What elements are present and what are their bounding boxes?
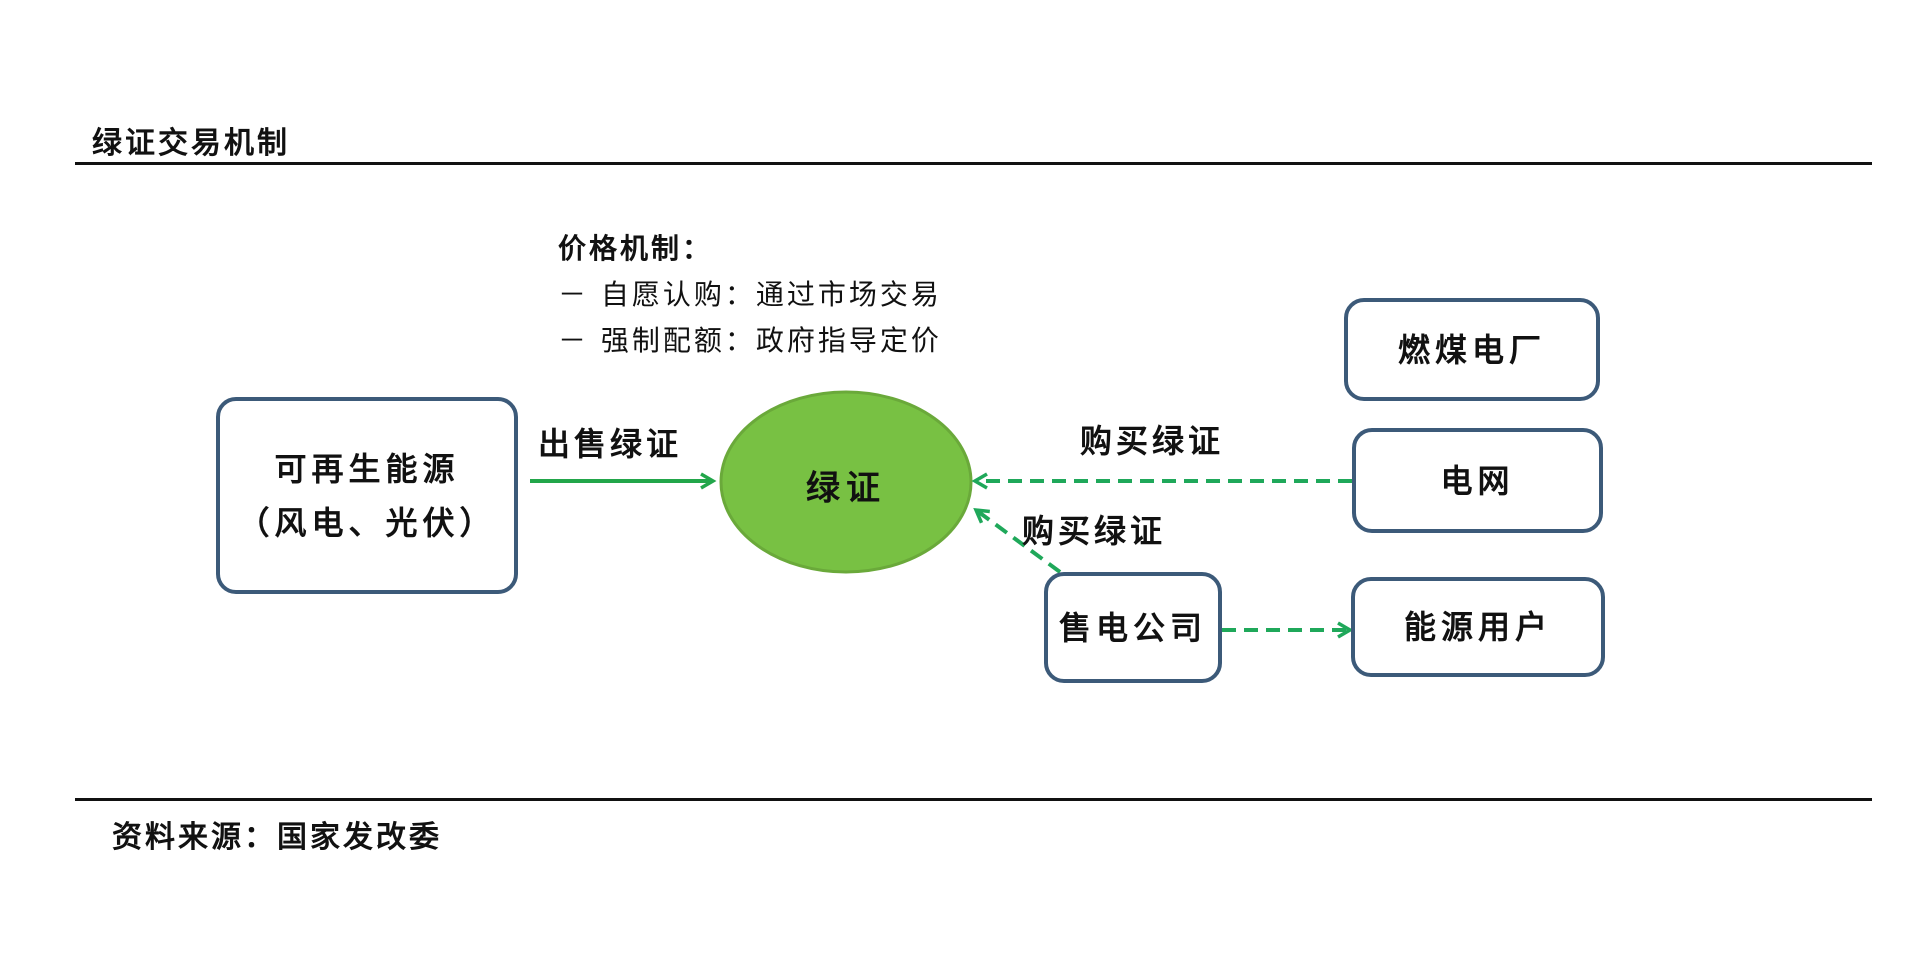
sell-certificate-label: 出售绿证 [538, 425, 683, 463]
grid-box: 电网 [1352, 428, 1603, 533]
retail-company-box: 售电公司 [1044, 572, 1222, 683]
price-mechanism-note: 价格机制： － 自愿认购：通过市场交易 － 强制配额：政府指导定价 [558, 226, 942, 364]
grid-buy-certificate-label: 购买绿证 [1080, 422, 1225, 460]
renewable-energy-box: 可再生能源 （风电、光伏） [216, 397, 518, 594]
coal-plant-label: 燃煤电厂 [1397, 330, 1546, 369]
bottom-rule [75, 798, 1872, 801]
figure-title: 绿证交易机制 [92, 126, 290, 161]
certificate-label: 绿证 [806, 468, 886, 509]
energy-user-box: 能源用户 [1351, 577, 1605, 677]
retail-buy-arrow [973, 507, 1062, 574]
price-mechanism-heading: 价格机制： [558, 232, 714, 265]
certificate-circle [719, 390, 973, 574]
price-mechanism-item-voluntary: － 自愿认购：通过市场交易 [558, 278, 942, 311]
coal-plant-box: 燃煤电厂 [1344, 298, 1600, 401]
retail-company-label: 售电公司 [1058, 608, 1207, 647]
retail-buy-certificate-label: 购买绿证 [1022, 512, 1167, 550]
price-mechanism-item-mandatory: － 强制配额：政府指导定价 [558, 324, 942, 357]
top-rule [75, 162, 1872, 165]
source-note: 资料来源：国家发改委 [112, 820, 442, 855]
renewable-energy-sublabel: （风电、光伏） [237, 503, 497, 542]
renewable-energy-label: 可再生能源 [274, 449, 460, 488]
energy-user-label: 能源用户 [1403, 608, 1552, 646]
grid-label: 电网 [1440, 461, 1515, 500]
